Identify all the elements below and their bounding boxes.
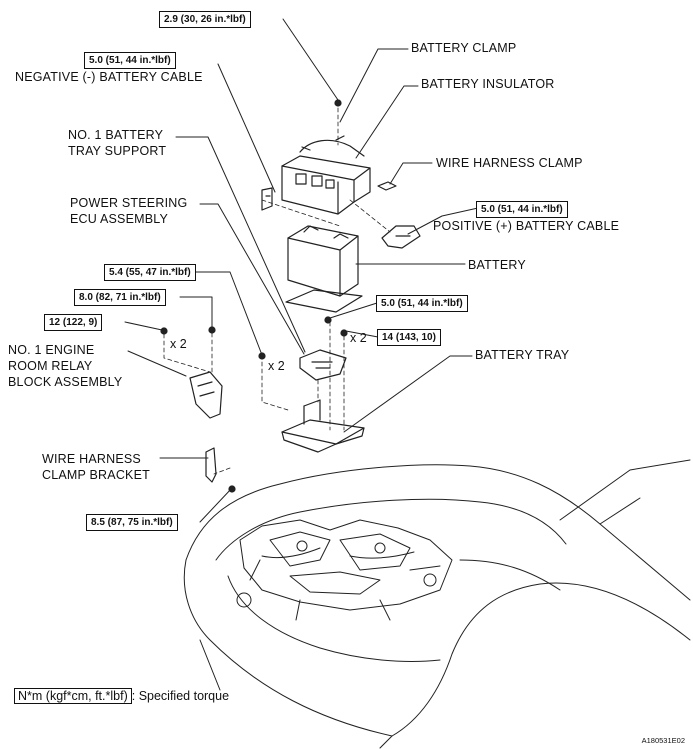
ps-ecu-part xyxy=(299,349,347,381)
label-relay-line3: BLOCK ASSEMBLY xyxy=(8,375,123,389)
label-bracket-line2: CLAMP BRACKET xyxy=(42,468,150,482)
torque-spec-positive-cable: 5.0 (51, 44 in.*lbf) xyxy=(476,201,568,218)
label-battery-tray: BATTERY TRAY xyxy=(475,348,570,362)
torque-spec-harness-bracket: 8.5 (87, 75 in.*lbf) xyxy=(86,514,178,531)
multiplier-relay: x 2 xyxy=(170,337,187,351)
multiplier-ps-ecu: x 2 xyxy=(268,359,285,373)
label-tray-support-line2: TRAY SUPPORT xyxy=(68,144,167,158)
label-relay-line1: NO. 1 ENGINE xyxy=(8,343,95,357)
torque-spec-relay-bolt: 8.0 (82, 71 in.*lbf) xyxy=(74,289,166,306)
label-ps-ecu-line1: POWER STEERING xyxy=(70,196,188,210)
battery-tray-part xyxy=(281,399,365,453)
negative-cable-part xyxy=(261,187,273,211)
battery-clamp-part xyxy=(299,135,365,157)
battery-part xyxy=(287,225,359,297)
multiplier-tray: x 2 xyxy=(350,331,367,345)
vehicle-outline xyxy=(183,459,691,749)
relay-block-part xyxy=(189,371,223,419)
torque-spec-ps-ecu: 5.4 (55, 47 in.*lbf) xyxy=(104,264,196,281)
wire-harness-clamp-part xyxy=(377,181,397,191)
positive-cable-part xyxy=(381,225,421,249)
torque-spec-battery-clamp: 2.9 (30, 26 in.*lbf) xyxy=(159,11,251,28)
battery-insulator-part xyxy=(281,155,371,215)
label-battery-insulator: BATTERY INSULATOR xyxy=(421,77,555,91)
figure-code: A180531E02 xyxy=(641,736,685,745)
battery-tray-plate-part xyxy=(285,289,363,313)
label-battery-clamp: BATTERY CLAMP xyxy=(411,41,517,55)
leader-lines xyxy=(124,18,479,523)
label-relay-line2: ROOM RELAY xyxy=(8,359,93,373)
label-wire-harness-clamp: WIRE HARNESS CLAMP xyxy=(436,156,583,170)
label-positive-cable: POSITIVE (+) BATTERY CABLE xyxy=(433,219,620,233)
legend-text: : Specified torque xyxy=(131,689,230,703)
engine-bay xyxy=(239,519,453,621)
label-bracket-line1: WIRE HARNESS xyxy=(42,452,141,466)
legend-unit-box: N*m (kgf*cm, ft.*lbf) xyxy=(14,688,132,704)
harness-bracket-part xyxy=(205,447,217,483)
label-negative-cable: NEGATIVE (-) BATTERY CABLE xyxy=(15,70,203,84)
label-battery: BATTERY xyxy=(468,258,526,272)
torque-spec-battery-tray-bolt: 14 (143, 10) xyxy=(377,329,441,346)
torque-spec-battery-tray-plate: 5.0 (51, 44 in.*lbf) xyxy=(376,295,468,312)
torque-spec-relay-nut: 12 (122, 9) xyxy=(44,314,103,331)
torque-spec-negative-cable: 5.0 (51, 44 in.*lbf) xyxy=(84,52,176,69)
label-ps-ecu-line2: ECU ASSEMBLY xyxy=(70,212,169,226)
bolts xyxy=(160,99,348,493)
label-tray-support-line1: NO. 1 BATTERY xyxy=(68,128,164,142)
torque-legend: N*m (kgf*cm, ft.*lbf): Specified torque xyxy=(14,688,230,704)
